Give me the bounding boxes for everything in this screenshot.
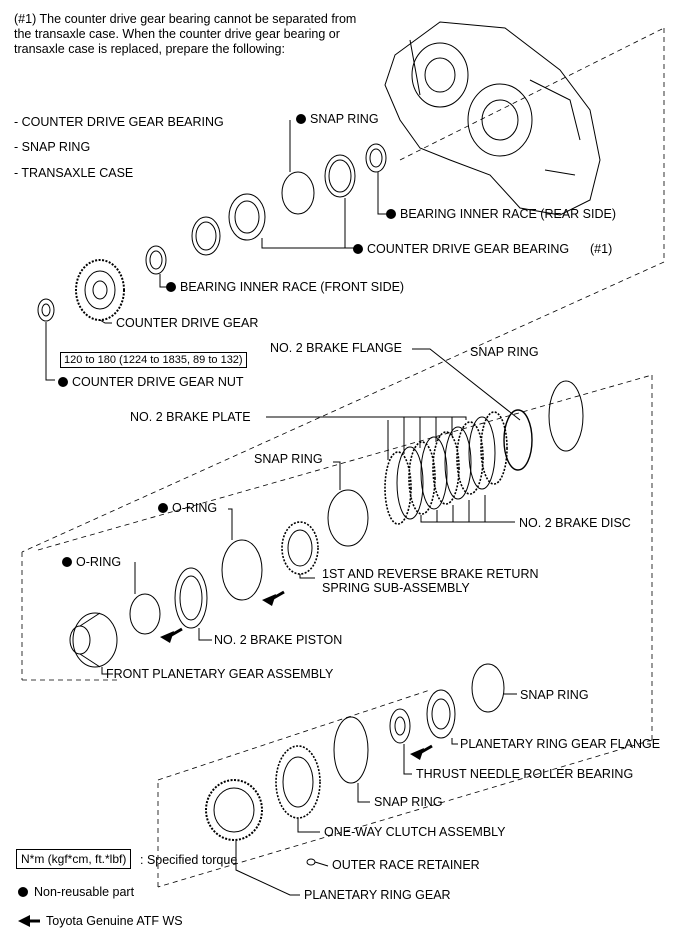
label-planetary-ring-gear: PLANETARY RING GEAR <box>304 888 451 902</box>
transaxle-case <box>384 21 601 216</box>
legend-atf: Toyota Genuine ATF WS <box>46 914 183 928</box>
label-o-ring-upper: O-RING <box>158 501 217 516</box>
label-bearing-inner-race-front: BEARING INNER RACE (FRONT SIDE) <box>166 280 404 295</box>
front-planetary <box>69 612 118 668</box>
label-return-spring-line1: 1ST AND REVERSE BRAKE RETURN <box>322 567 539 581</box>
prepare-item: - TRANSAXLE CASE <box>14 166 134 180</box>
label-counter-drive-gear-nut: COUNTER DRIVE GEAR NUT <box>58 375 244 390</box>
note-text: (#1) The counter drive gear bearing cann… <box>14 12 374 57</box>
non-reusable-legend-dot <box>18 887 28 897</box>
label-snap-ring-right: SNAP RING <box>470 345 539 359</box>
prepare-item: - COUNTER DRIVE GEAR BEARING <box>14 115 224 129</box>
label-return-spring-line2: SPRING SUB-ASSEMBLY <box>322 581 470 595</box>
torque-value-box: 120 to 180 (1224 to 1835, 89 to 132) <box>60 352 247 368</box>
label-no2-brake-piston: NO. 2 BRAKE PISTON <box>214 633 343 647</box>
legend-non-reusable: Non-reusable part <box>34 885 135 899</box>
legend-torque-text: : Specified torque <box>140 853 238 867</box>
label-no2-brake-disc: NO. 2 BRAKE DISC <box>519 516 631 530</box>
note-line: (#1) The counter drive gear bearing cann… <box>14 12 357 26</box>
label-outer-race-retainer: OUTER RACE RETAINER <box>332 858 480 872</box>
brake-pack <box>384 380 584 525</box>
label-snap-ring-top: SNAP RING <box>296 112 379 127</box>
label-o-ring-lower: O-RING <box>62 555 121 570</box>
prepare-item: - SNAP RING <box>14 140 91 154</box>
label-planetary-ring-gear-flange: PLANETARY RING GEAR FLANGE <box>460 737 661 751</box>
label-snap-ring-mid: SNAP RING <box>254 452 323 466</box>
label-snap-ring-bottom: SNAP RING <box>374 795 443 809</box>
label-thrust-needle-roller-bearing: THRUST NEEDLE ROLLER BEARING <box>416 767 634 781</box>
label-counter-drive-gear-bearing: COUNTER DRIVE GEAR BEARING <box>353 242 569 257</box>
note-line: the transaxle case. When the counter dri… <box>14 27 340 41</box>
note-line: transaxle case is replaced, prepare the … <box>14 42 285 56</box>
label-bearing-inner-race-rear: BEARING INNER RACE (REAR SIDE) <box>386 207 616 222</box>
label-no2-brake-plate: NO. 2 BRAKE PLATE <box>130 410 251 424</box>
label-counter-drive-gear: COUNTER DRIVE GEAR <box>116 316 259 330</box>
atf-arrows <box>18 590 433 927</box>
label-no2-brake-flange: NO. 2 BRAKE FLANGE <box>270 341 402 355</box>
label-front-planetary: FRONT PLANETARY GEAR ASSEMBLY <box>106 667 334 681</box>
label-one-way-clutch: ONE-WAY CLUTCH ASSEMBLY <box>324 825 506 839</box>
legend-torque-box: N*m (kgf*cm, ft.*lbf) <box>16 849 132 869</box>
label-snap-ring-lower-right: SNAP RING <box>520 688 589 702</box>
label-ref-1: (#1) <box>590 242 613 256</box>
